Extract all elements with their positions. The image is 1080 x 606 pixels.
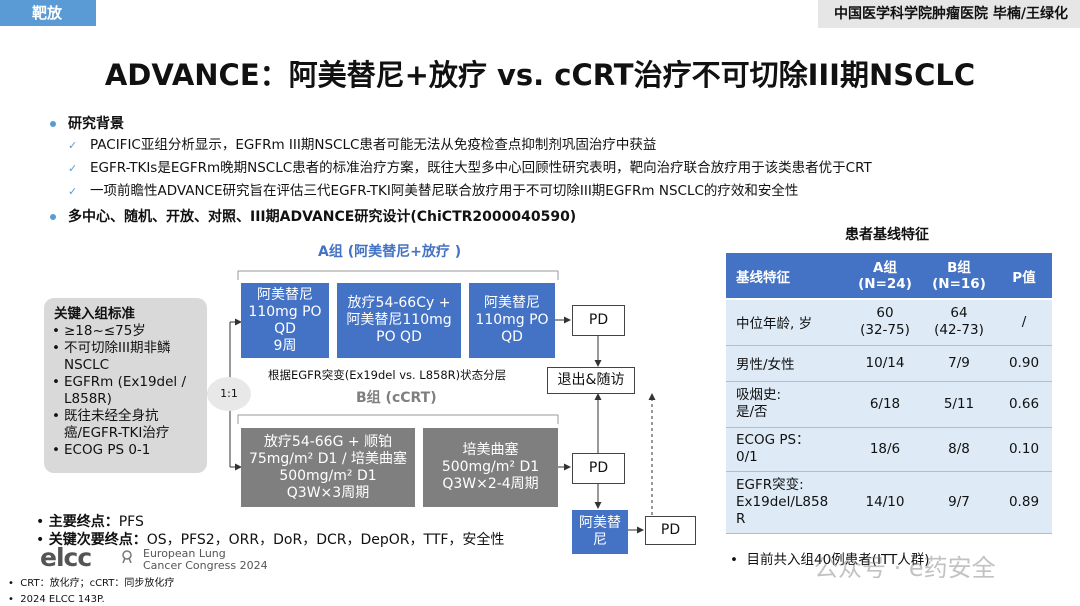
inclusion-item: •≥18~≤75岁 — [52, 323, 146, 339]
bullet-dot — [50, 214, 56, 220]
check-icon: ✓ — [68, 185, 78, 198]
table-header-row: 基线特征 A组 (N=24) B组 (N=16) P值 — [726, 253, 1052, 300]
table-cell: 6/18 — [848, 381, 922, 428]
background-heading: 研究背景 — [68, 116, 124, 132]
table-cell: 9/7 — [922, 471, 996, 534]
table-cell: 64 (42-73) — [922, 299, 996, 346]
check-icon: ✓ — [68, 162, 78, 175]
ribbon-icon — [120, 548, 134, 564]
footnotes: • CRT：放化疗；cCRT：同步放化疗 • 2024 ELCC 143P. — [8, 576, 174, 606]
table-cell: 0.66 — [996, 381, 1052, 428]
background-item-1: PACIFIC亚组分析显示，EGFRm III期NSCLC患者可能无法从免疫检查… — [90, 137, 657, 153]
elcc-logo: elcc — [40, 543, 92, 572]
pd-box-arm-b: PD — [572, 453, 625, 484]
secondary-endpoints: • 关键次要终点：OS，PFS2，ORR，DoR，DCR，DepOR，TTF，安… — [36, 532, 505, 548]
inclusion-item: •EGFRm (Ex19del / L858R) — [52, 374, 187, 407]
background-item-2: EGFR-TKIs是EGFRm晚期NSCLC患者的标准治疗方案，既往大型多中心回… — [90, 160, 872, 176]
design-heading: 多中心、随机、开放、对照、III期ADVANCE研究设计(ChiCTR20000… — [68, 209, 577, 225]
table-row: 吸烟史: 是/否 6/18 5/11 0.66 — [726, 381, 1052, 428]
table-cell: 中位年龄, 岁 — [726, 299, 848, 346]
table-row: 中位年龄, 岁 60 (32-75) 64 (42-73) / — [726, 299, 1052, 346]
randomization-ratio: 1:1 — [207, 377, 251, 411]
table-cell: 7/9 — [922, 345, 996, 382]
table-cell: EGFR突变: Ex19del/L858 R — [726, 471, 848, 534]
table-cell: 8/8 — [922, 427, 996, 472]
table-cell: 14/10 — [848, 471, 922, 534]
table-cell: 吸烟史: 是/否 — [726, 381, 848, 428]
inclusion-item: •ECOG PS 0-1 — [52, 442, 151, 458]
table-cell: 0.89 — [996, 471, 1052, 534]
table-cell: 0.90 — [996, 345, 1052, 382]
table-row: 男性/女性 10/14 7/9 0.90 — [726, 345, 1052, 382]
pd-box-crossover: PD — [645, 516, 696, 545]
background-item-3: 一项前瞻性ADVANCE研究旨在评估三代EGFR-TKI阿美替尼联合放疗用于不可… — [90, 183, 799, 199]
table-cell: ECOG PS： 0/1 — [726, 427, 848, 472]
table-cell: 10/14 — [848, 345, 922, 382]
exit-followup-box: 退出&随访 — [547, 367, 635, 394]
table-cell: 0.10 — [996, 427, 1052, 472]
page-title: ADVANCE：阿美替尼+放疗 vs. cCRT治疗不可切除III期NSCLC — [104, 58, 976, 92]
table-cell: 18/6 — [848, 427, 922, 472]
inclusion-title: 关键入组标准 — [54, 306, 135, 322]
institution-label: 中国医学科学院肿瘤医院 毕楠/王绿化 — [818, 0, 1080, 28]
group-a-label: A组 (阿美替尼+放疗 ) — [318, 244, 462, 260]
primary-endpoint: • 主要终点：PFS — [36, 514, 144, 530]
bullet-dot — [50, 121, 56, 127]
table-header: B组 (N=16) — [922, 253, 996, 300]
check-icon: ✓ — [68, 139, 78, 152]
footnote: • CRT：放化疗；cCRT：同步放化疗 — [8, 578, 175, 589]
table-note: • 目前共入组40例患者(ITT人群) — [730, 552, 930, 568]
table-row: EGFR突变: Ex19del/L858 R 14/10 9/7 0.89 — [726, 471, 1052, 534]
table-header: P值 — [996, 253, 1052, 300]
table-row: ECOG PS： 0/1 18/6 8/8 0.10 — [726, 427, 1052, 472]
inclusion-criteria-box: 关键入组标准 •≥18~≤75岁 •不可切除III期非鳞NSCLC •EGFRm… — [44, 298, 207, 473]
inclusion-item: •不可切除III期非鳞NSCLC — [52, 340, 171, 373]
crossover-osimertinib-box: 阿美替尼 — [572, 510, 628, 554]
table-header: A组 (N=24) — [848, 253, 922, 300]
inclusion-item: •既往未经全身抗癌/EGFR-TKI治疗 — [52, 408, 170, 441]
table-cell: 5/11 — [922, 381, 996, 428]
stratification-note: 根据EGFR突变(Ex19del vs. L858R)状态分层 — [268, 368, 507, 382]
baseline-table: 基线特征 A组 (N=24) B组 (N=16) P值 中位年龄, 岁 60 (… — [726, 253, 1052, 534]
pd-box-arm-a: PD — [572, 305, 625, 336]
section-tag: 靶放 — [0, 0, 96, 26]
table-title: 患者基线特征 — [845, 227, 929, 243]
table-cell: / — [996, 299, 1052, 346]
table-cell: 60 (32-75) — [848, 299, 922, 346]
table-header: 基线特征 — [726, 253, 848, 300]
table-cell: 男性/女性 — [726, 345, 848, 382]
footnote: • 2024 ELCC 143P. — [8, 594, 105, 605]
watermark: 公众号 · e药安全 — [814, 554, 996, 582]
group-b-label: B组 (cCRT) — [356, 390, 437, 406]
